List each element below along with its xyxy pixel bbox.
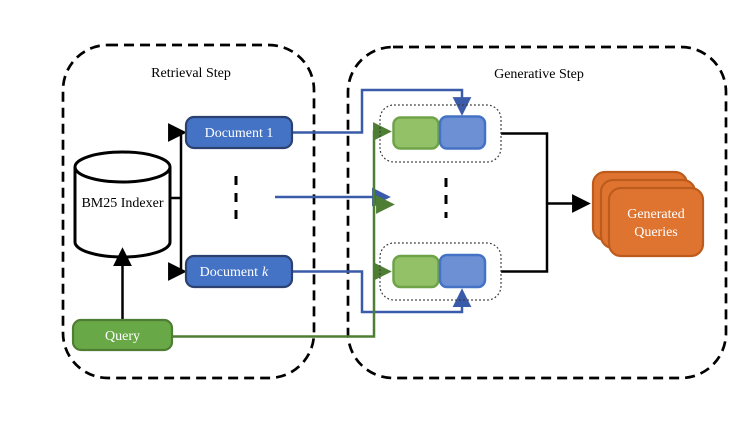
generative-step-title: Generative Step (494, 67, 584, 82)
bm25-indexer-label: BM25 Indexer (81, 196, 163, 211)
generated-queries-card-front (607, 186, 705, 258)
bm25-indexer-cylinder-top (73, 150, 172, 184)
generated-queries-stack: Generated Queries (591, 170, 705, 258)
pair-container-bottom (379, 242, 502, 301)
pair-top-document-box (438, 115, 487, 150)
generated-queries-label-line2: Queries (634, 225, 678, 240)
pair-bottom-document-box (438, 253, 487, 289)
pair-container-top (379, 104, 502, 163)
arrow-query-to-pair-top (172, 122, 392, 338)
pair-bottom-query-box (392, 254, 440, 289)
retrieval-step-panel-border (61, 43, 316, 380)
document-1-label: Document 1 (205, 126, 274, 141)
document-k-box (184, 254, 294, 289)
document-k-label-prefix: Document (200, 265, 258, 280)
pair-top-query-box (392, 116, 440, 150)
generative-step-panel-border (346, 45, 728, 380)
arrow-document-k-to-pair-bottom (292, 270, 472, 314)
document-k-label-suffix: k (262, 265, 269, 280)
generated-queries-label-line1: Generated (627, 207, 685, 222)
retrieval-step-title: Retrieval Step (151, 66, 231, 81)
arrow-document-1-to-pair-top (292, 88, 472, 134)
document-1-box (184, 115, 294, 150)
indexer-fanout-line (170, 132, 183, 272)
query-box (71, 318, 174, 352)
pair-outputs-merge-line (501, 132, 549, 273)
query-label: Query (105, 329, 140, 344)
